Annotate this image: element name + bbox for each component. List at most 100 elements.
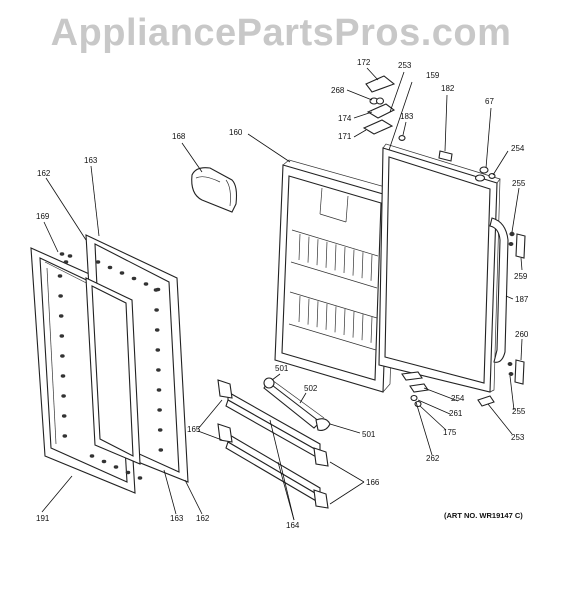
screw-dot xyxy=(131,276,137,281)
callout-254-top: 254 xyxy=(511,144,525,153)
gasket-inner-frame xyxy=(85,277,141,465)
callout-268: 268 xyxy=(331,86,345,95)
art-number: (ART NO. WR19147 C) xyxy=(444,511,523,520)
inner-door-panel-160 xyxy=(274,159,397,393)
screw-dot xyxy=(137,476,143,480)
callout-255-top: 255 xyxy=(512,179,526,188)
callout-253-top: 253 xyxy=(398,61,412,70)
screw-dot xyxy=(143,282,149,286)
screw-dot xyxy=(113,465,119,469)
callout-191: 191 xyxy=(36,514,50,523)
panel-rib xyxy=(361,252,364,279)
panel-rib xyxy=(325,241,328,268)
panel-rib xyxy=(343,308,346,336)
screw-dot xyxy=(154,308,159,312)
callout-501-top: 501 xyxy=(275,364,289,373)
panel-rib xyxy=(334,306,337,333)
screw-dot xyxy=(60,354,65,358)
panel-rib xyxy=(361,314,364,341)
panel-rib xyxy=(325,303,328,330)
callout-253-bottom: 253 xyxy=(511,433,525,442)
bin-502 xyxy=(263,377,331,431)
screw-dot xyxy=(60,374,66,378)
callout-171: 171 xyxy=(338,132,352,141)
screws-169 xyxy=(57,252,164,480)
top-hinge-assembly xyxy=(362,75,406,141)
screw-dot xyxy=(59,252,65,256)
screw-dot xyxy=(107,265,113,270)
callout-67: 67 xyxy=(485,97,494,106)
callout-502: 502 xyxy=(304,384,318,393)
panel-rib xyxy=(298,295,301,323)
panel-rib xyxy=(370,254,373,281)
screw-dot xyxy=(119,271,125,275)
callout-255-bottom: 255 xyxy=(512,407,526,416)
callout-175: 175 xyxy=(443,428,457,437)
callout-260: 260 xyxy=(515,330,529,339)
screw-dot xyxy=(158,448,164,452)
callout-165: 165 xyxy=(187,425,201,434)
bottom-hinge-parts xyxy=(401,371,495,408)
screw-dot xyxy=(61,414,67,418)
screw-dot xyxy=(157,428,163,432)
screw-dot xyxy=(59,334,65,338)
panel-rib xyxy=(352,249,355,276)
handle-cap-168 xyxy=(191,167,238,213)
callout-168: 168 xyxy=(172,132,186,141)
panel-rib xyxy=(352,311,355,338)
callout-174: 174 xyxy=(338,114,352,123)
panel-rib xyxy=(316,239,319,266)
callout-501-bottom: 501 xyxy=(362,430,376,439)
panel-rib xyxy=(370,316,373,343)
panel-rib xyxy=(316,301,319,328)
screw-dot xyxy=(155,348,161,352)
door-shelf-upper xyxy=(217,379,329,467)
screw-dot xyxy=(157,408,162,412)
screw-dot xyxy=(156,388,162,392)
screw-dot xyxy=(89,454,95,458)
screw-dot xyxy=(155,287,161,292)
screw-dot xyxy=(95,260,101,264)
panel-rib xyxy=(307,236,310,263)
screw-dot xyxy=(58,294,63,298)
callout-182: 182 xyxy=(441,84,455,93)
screw-dot xyxy=(58,314,64,318)
door-shelf-lower xyxy=(217,423,329,509)
callout-259: 259 xyxy=(514,272,528,281)
callout-163-bottom: 163 xyxy=(170,514,184,523)
callout-162-top: 162 xyxy=(37,169,51,178)
callout-166: 166 xyxy=(366,478,380,487)
screw-dot xyxy=(67,254,73,258)
callout-163-top: 163 xyxy=(84,156,98,165)
callout-labels: 172 253 159 268 182 67 174 183 171 160 1… xyxy=(36,58,529,530)
callout-162-bottom: 162 xyxy=(196,514,210,523)
badge-182 xyxy=(438,150,453,162)
screw-dot xyxy=(154,328,160,332)
callout-261: 261 xyxy=(449,409,463,418)
callout-254-bottom: 254 xyxy=(451,394,465,403)
screw-dot xyxy=(101,459,107,464)
callout-172: 172 xyxy=(357,58,371,67)
screw-dot xyxy=(156,368,161,372)
screw-dot xyxy=(125,470,131,475)
panel-rib xyxy=(307,298,310,325)
screw-dot xyxy=(61,394,66,398)
panel-rib xyxy=(298,233,301,261)
screw-dot xyxy=(62,434,68,438)
outer-door-159 xyxy=(378,143,509,393)
screw-dot xyxy=(63,260,69,264)
leader-lines xyxy=(41,67,523,521)
callout-160: 160 xyxy=(229,128,243,137)
callout-187: 187 xyxy=(515,295,529,304)
panel-rib xyxy=(343,246,346,274)
screw-dot xyxy=(57,274,63,278)
callout-164: 164 xyxy=(286,521,300,530)
watermark-text: AppliancePartsPros.com xyxy=(50,12,512,54)
panel-rib xyxy=(334,244,337,271)
callout-169: 169 xyxy=(36,212,50,221)
callout-183: 183 xyxy=(400,112,414,121)
callout-159: 159 xyxy=(426,71,440,80)
callout-262: 262 xyxy=(426,454,440,463)
